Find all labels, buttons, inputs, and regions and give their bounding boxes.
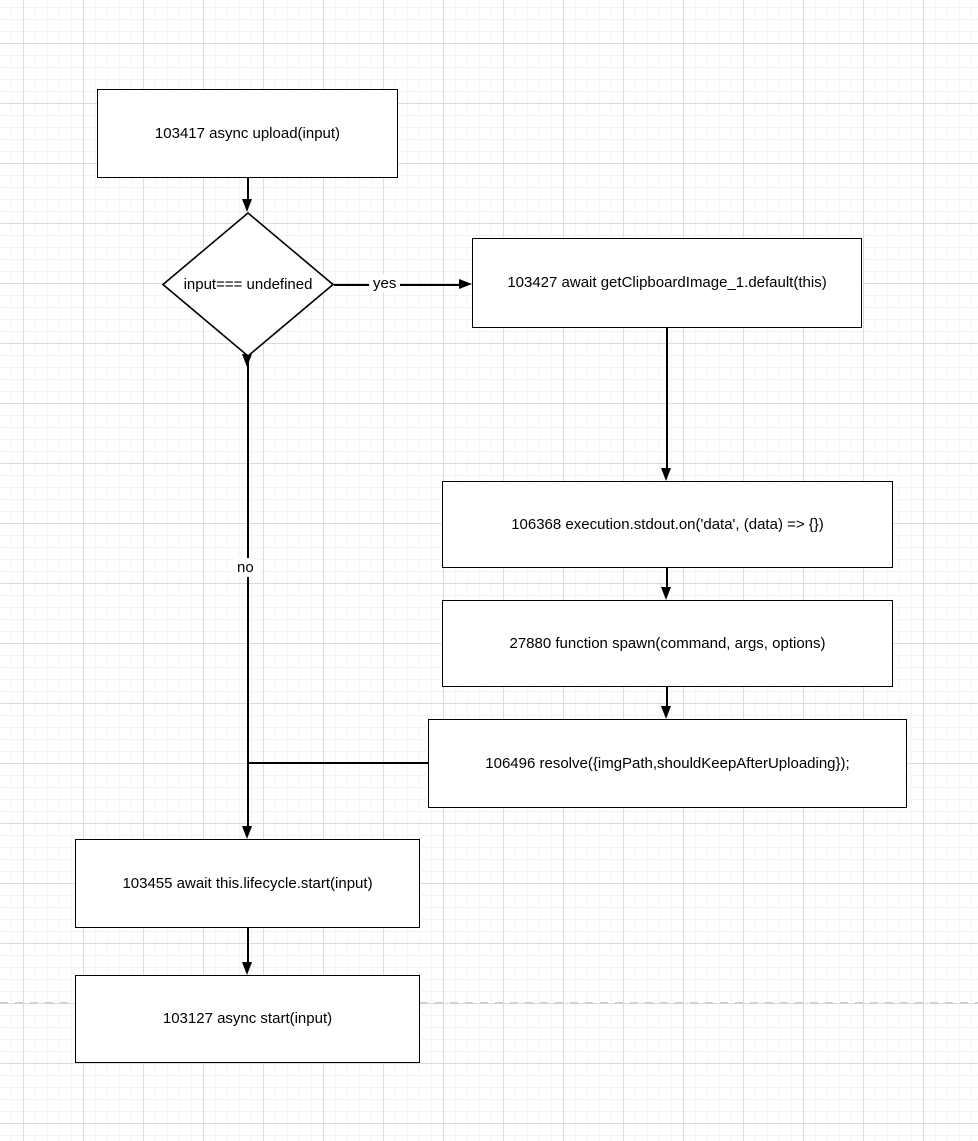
arrowhead-into-clipboard[interactable] <box>459 279 472 289</box>
node-lifecycle[interactable]: 103455 await this.lifecycle.start(input) <box>75 839 420 928</box>
node-input-check-label: input=== undefined <box>183 276 313 293</box>
edge-stdout-to-spawn[interactable] <box>666 568 668 588</box>
node-resolve[interactable]: 106496 resolve({imgPath,shouldKeepAfterU… <box>428 719 907 808</box>
arrowhead-into-start[interactable] <box>242 962 252 975</box>
arrowhead-into-resolve[interactable] <box>661 706 671 719</box>
node-clipboard[interactable]: 103427 await getClipboardImage_1.default… <box>472 238 862 328</box>
node-clipboard-label: 103427 await getClipboardImage_1.default… <box>507 274 827 291</box>
page-boundary-dashed-line <box>0 1002 978 1004</box>
node-start[interactable]: 103127 async start(input) <box>75 975 420 1063</box>
node-stdout-label: 106368 execution.stdout.on('data', (data… <box>511 515 824 533</box>
arrowhead-into-lifecycle[interactable] <box>242 826 252 839</box>
node-start-label: 103127 async start(input) <box>162 1010 333 1027</box>
edge-resolve-to-no-line[interactable] <box>247 762 428 764</box>
arrowhead-into-spawn[interactable] <box>661 587 671 600</box>
edge-upload-to-decision[interactable] <box>247 178 249 200</box>
node-lifecycle-label: 103455 await this.lifecycle.start(input) <box>122 874 373 892</box>
node-spawn[interactable]: 27880 function spawn(command, args, opti… <box>442 600 893 687</box>
edge-clipboard-to-stdout[interactable] <box>666 328 668 469</box>
node-input-check[interactable]: input=== undefined <box>162 212 334 357</box>
node-upload[interactable]: 103417 async upload(input) <box>97 89 398 178</box>
arrowhead-into-decision[interactable] <box>242 199 252 212</box>
node-stdout[interactable]: 106368 execution.stdout.on('data', (data… <box>442 481 893 568</box>
edge-label-yes[interactable]: yes <box>369 274 401 293</box>
decision-diamond-shape <box>162 212 334 357</box>
node-upload-label: 103417 async upload(input) <box>154 124 341 142</box>
node-resolve-label: 106496 resolve({imgPath,shouldKeepAfterU… <box>485 754 850 772</box>
node-spawn-label: 27880 function spawn(command, args, opti… <box>509 634 826 652</box>
arrowhead-into-stdout[interactable] <box>661 468 671 481</box>
edge-label-no[interactable]: no <box>233 558 258 577</box>
edge-spawn-to-resolve[interactable] <box>666 687 668 707</box>
edge-no-line[interactable] <box>247 357 249 826</box>
edge-lifecycle-to-start[interactable] <box>247 928 249 963</box>
